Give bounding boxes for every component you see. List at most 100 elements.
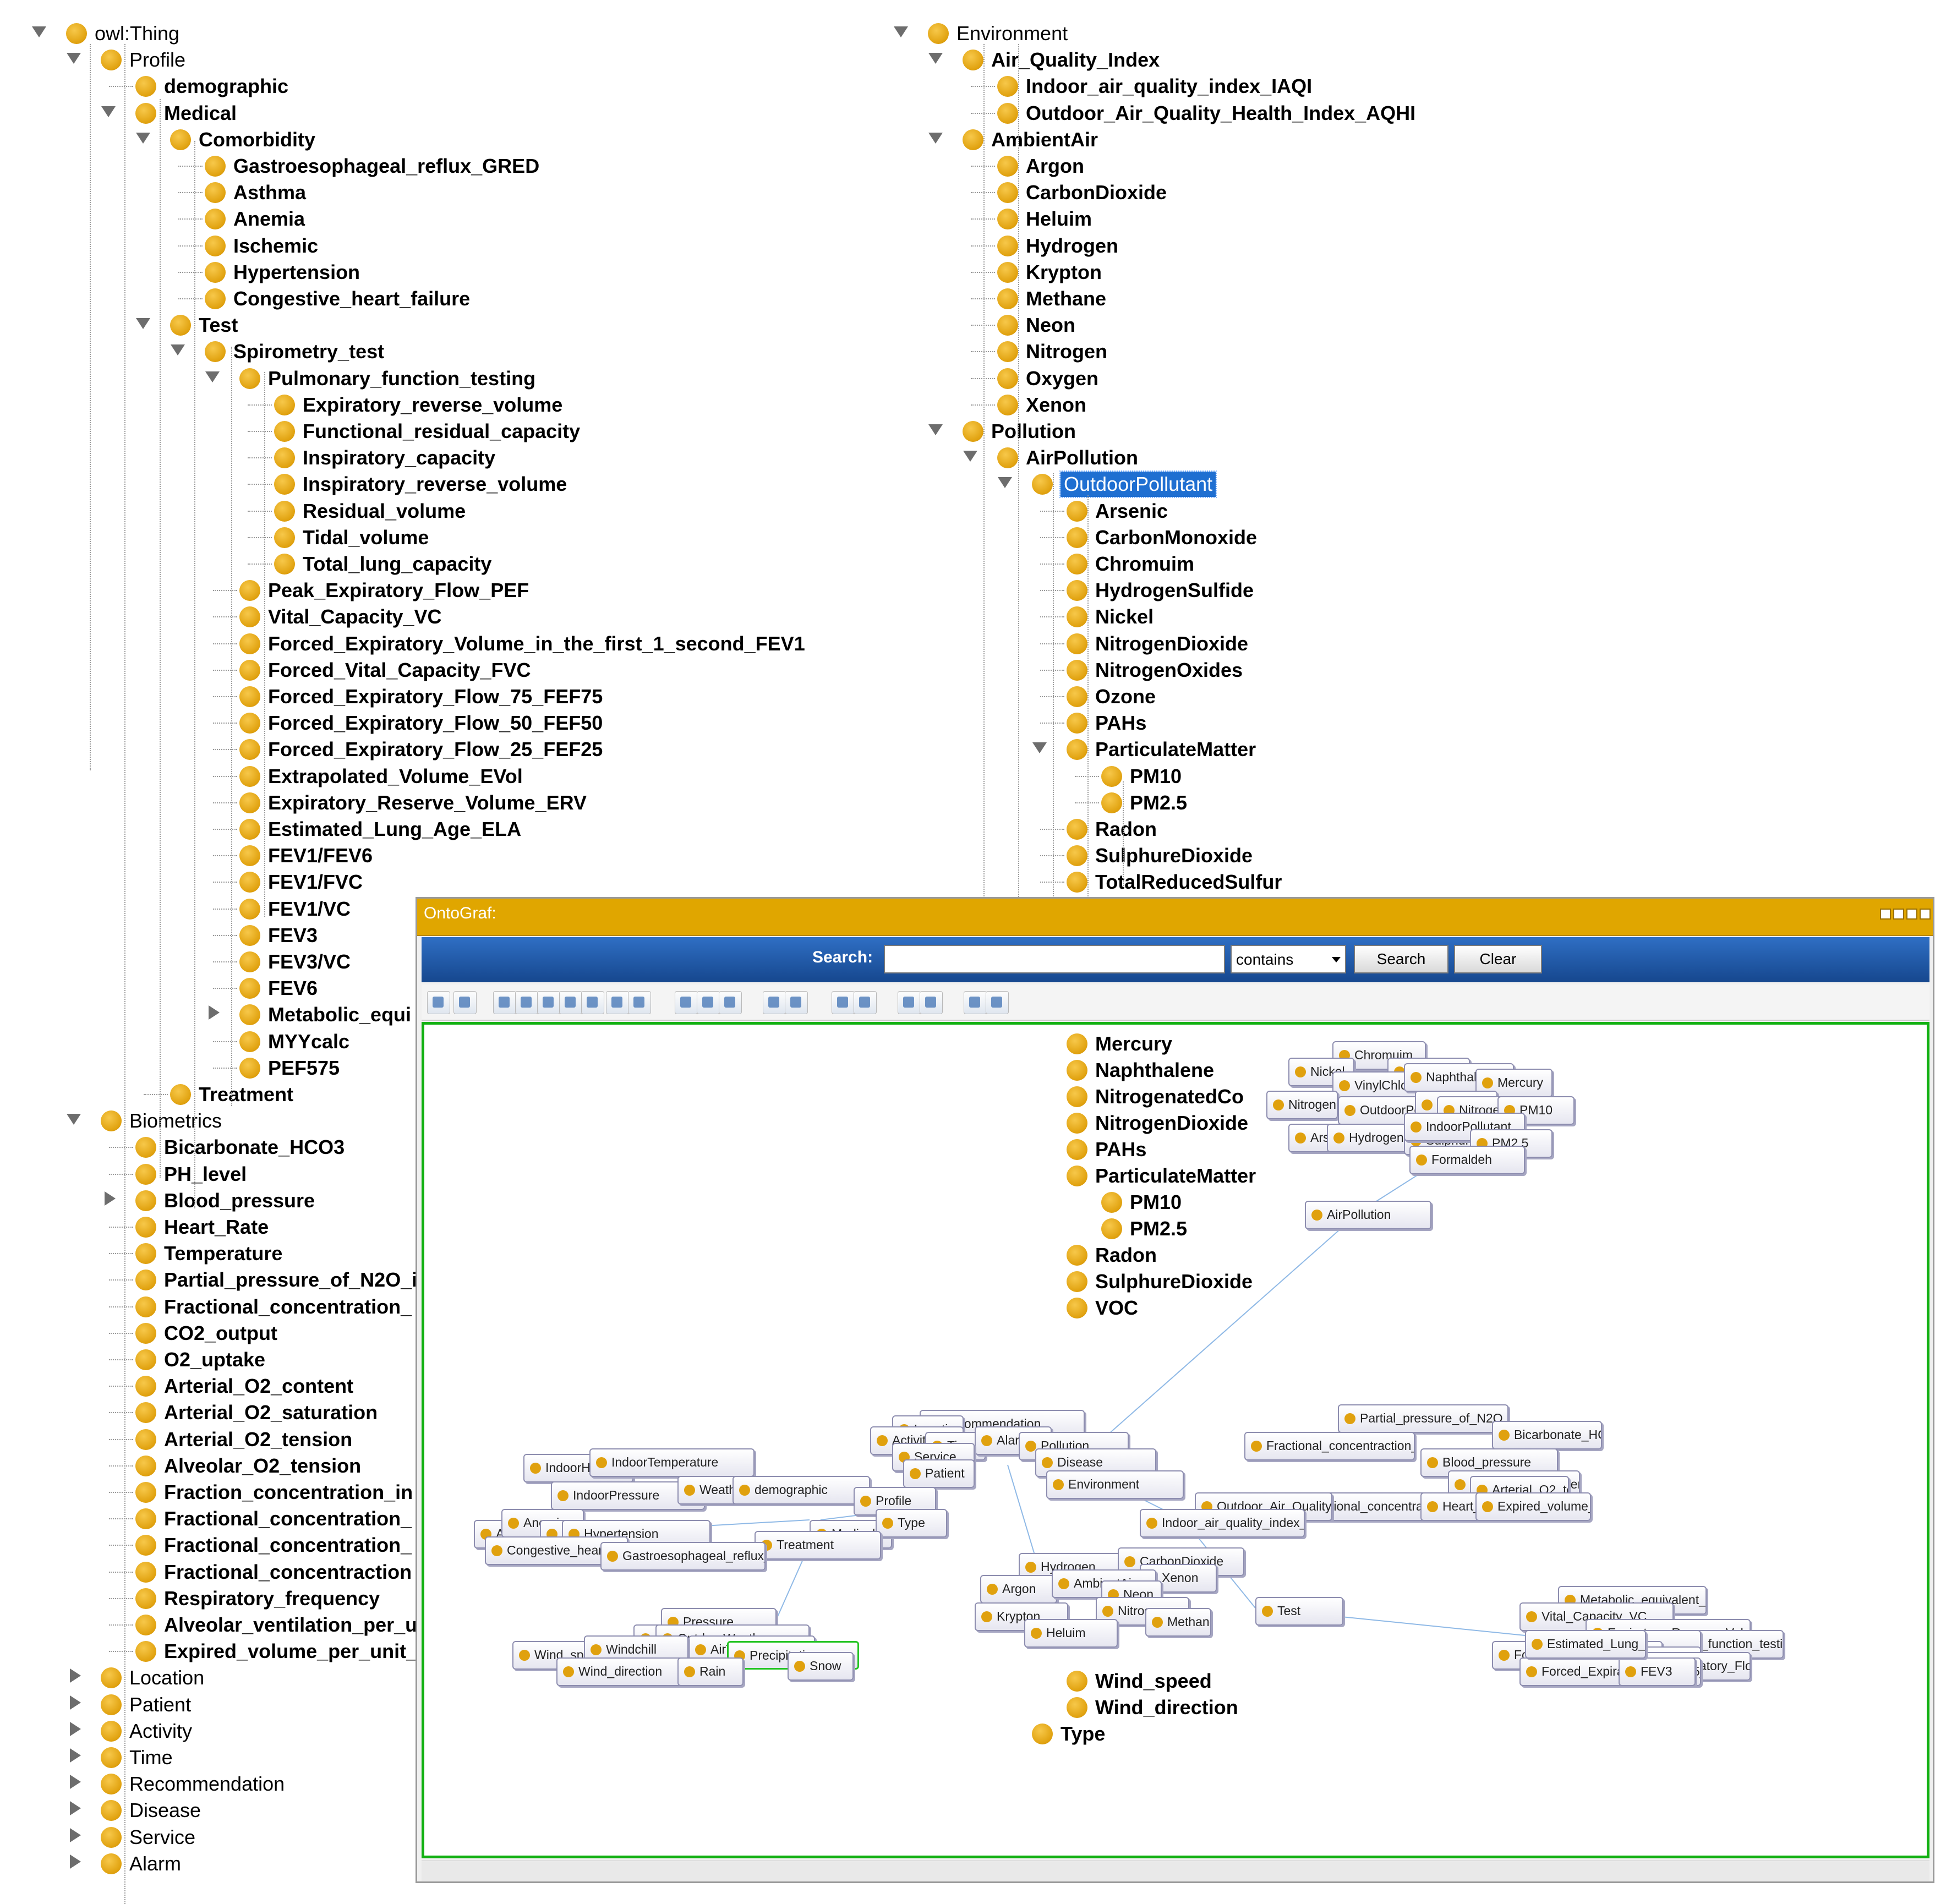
- class-circle-icon: [239, 951, 260, 972]
- expand-arrow-icon[interactable]: [70, 1695, 81, 1710]
- search-button[interactable]: Search: [1354, 945, 1448, 973]
- maximize-window-icon[interactable]: [1906, 909, 1917, 920]
- zoom-in-icon[interactable]: [675, 991, 698, 1014]
- shuffle-icon[interactable]: [453, 991, 477, 1014]
- expand-arrow-icon[interactable]: [70, 1775, 81, 1790]
- import-icon[interactable]: [986, 991, 1009, 1014]
- graph-node-expired-volume-per-unit-time[interactable]: Expired_volume_per_unit_time: [1475, 1492, 1591, 1521]
- home-icon[interactable]: [427, 991, 450, 1014]
- collapse-arrow-icon[interactable]: [67, 53, 81, 64]
- tree-connector: [213, 723, 237, 724]
- expand-arrow-icon[interactable]: [70, 1828, 81, 1842]
- class-circle-icon: [274, 394, 295, 415]
- graph-node-formaldeh[interactable]: Formaldeh: [1409, 1146, 1525, 1174]
- graph-node-indoorpollutant[interactable]: IndoorPollutant: [1404, 1113, 1525, 1141]
- graph-node-environment[interactable]: Environment: [1046, 1470, 1184, 1499]
- graph-node-nitrogen[interactable]: Nitrogen: [1266, 1091, 1338, 1119]
- graph-node-fractional-concentraction-of-o[interactable]: Fractional_concentraction_of_O...: [1244, 1432, 1415, 1460]
- graph-node-estimated-lung-age-ela[interactable]: Estimated_Lung_Age_ELA: [1525, 1630, 1646, 1659]
- collapse-arrow-icon[interactable]: [998, 477, 1012, 489]
- close-window-icon[interactable]: [1920, 909, 1931, 920]
- graph-node-argon[interactable]: Argon: [980, 1575, 1057, 1604]
- collapse-arrow-icon[interactable]: [963, 451, 977, 462]
- class-circle-icon: [170, 315, 191, 336]
- tree-node-label: FEV1/FVC: [268, 871, 363, 894]
- class-circle-icon: [101, 1694, 122, 1715]
- open-folder-icon[interactable]: [920, 991, 943, 1014]
- graph-node-gastroesophageal-reflux-gred[interactable]: Gastroesophageal_reflux_GRED: [600, 1542, 766, 1571]
- class-circle-icon: [239, 872, 260, 893]
- graph-node-methane[interactable]: Methane: [1145, 1608, 1211, 1637]
- save-icon[interactable]: [898, 991, 921, 1014]
- collapse-arrow-icon[interactable]: [205, 371, 220, 382]
- radial-layout-icon[interactable]: [515, 991, 538, 1014]
- class-circle-icon: [1042, 1457, 1053, 1468]
- collapse-arrow-icon[interactable]: [101, 106, 116, 117]
- tree-down-icon[interactable]: [559, 991, 582, 1014]
- class-circle-icon: [1333, 1132, 1344, 1144]
- restore-window-icon[interactable]: [1880, 909, 1891, 920]
- grid-layout-icon[interactable]: [493, 991, 516, 1014]
- snapshot-icon[interactable]: [832, 991, 855, 1014]
- graph-node-indoor-air-quality-index-iaqi[interactable]: Indoor_air_quality_index_IAQI: [1140, 1509, 1305, 1538]
- graph-node-test[interactable]: Test: [1255, 1597, 1343, 1626]
- graph-node-patient[interactable]: Patient: [903, 1459, 975, 1488]
- tree-left-icon[interactable]: [581, 991, 604, 1014]
- class-circle-icon: [997, 447, 1018, 469]
- expand-arrow-icon[interactable]: [70, 1668, 81, 1683]
- expand-arrow-icon[interactable]: [70, 1748, 81, 1763]
- tree-connector: [971, 377, 995, 379]
- collapse-arrow-icon[interactable]: [136, 318, 150, 330]
- filter-icon[interactable]: [763, 991, 786, 1014]
- zoom-out-icon[interactable]: [719, 991, 742, 1014]
- collapse-arrow-icon[interactable]: [1032, 742, 1047, 754]
- collapse-arrow-icon[interactable]: [171, 344, 185, 356]
- graph-node-treatment[interactable]: Treatment: [755, 1531, 881, 1560]
- clear-button[interactable]: Clear: [1454, 945, 1542, 973]
- graph-node-partial-pressure-of-n2o-in-art[interactable]: Partial_pressure_of_N2O_in_art...: [1338, 1404, 1508, 1433]
- collapse-arrow-icon[interactable]: [928, 132, 943, 144]
- class-circle-icon: [963, 421, 983, 442]
- spring-layout-icon[interactable]: [537, 991, 560, 1014]
- collapse-arrow-icon[interactable]: [136, 132, 150, 144]
- collapse-arrow-icon[interactable]: [32, 26, 46, 37]
- graph-node-indoortemperature[interactable]: IndoorTemperature: [589, 1448, 755, 1477]
- minimize-window-icon[interactable]: [1893, 909, 1904, 920]
- tree-node-label: FEV6: [268, 977, 318, 1000]
- expand-all-icon[interactable]: [785, 991, 808, 1014]
- graph-node-wind-direction[interactable]: Wind_direction: [556, 1657, 699, 1686]
- expand-arrow-icon[interactable]: [70, 1854, 81, 1869]
- expand-arrow-icon[interactable]: [209, 1005, 220, 1020]
- vertical-tree-icon[interactable]: [606, 991, 629, 1014]
- expand-arrow-icon[interactable]: [70, 1801, 81, 1816]
- graph-node-snow[interactable]: Snow: [788, 1652, 854, 1681]
- graph-node-heluim[interactable]: Heluim: [1024, 1619, 1118, 1648]
- tree-node-label: Extrapolated_Volume_EVol: [268, 764, 523, 787]
- tree-node-label: CarbonMonoxide: [1095, 526, 1257, 549]
- class-circle-icon: [205, 261, 226, 283]
- tree-node-label: Wind_direction: [1095, 1696, 1238, 1719]
- collapse-arrow-icon[interactable]: [928, 53, 943, 64]
- graph-node-demographic[interactable]: demographic: [732, 1476, 870, 1504]
- expand-arrow-icon[interactable]: [70, 1721, 81, 1736]
- collapse-arrow-icon[interactable]: [894, 26, 908, 37]
- graph-node-airpollution[interactable]: AirPollution: [1305, 1201, 1431, 1229]
- horizontal-tree-icon[interactable]: [628, 991, 651, 1014]
- search-mode-select[interactable]: contains: [1231, 945, 1346, 973]
- search-input[interactable]: [884, 945, 1225, 973]
- tree-node-label: owl:Thing: [95, 22, 180, 45]
- collapse-arrow-icon[interactable]: [928, 424, 943, 435]
- graph-node-fev3[interactable]: FEV3: [1619, 1657, 1696, 1686]
- expand-arrow-icon[interactable]: [105, 1191, 116, 1206]
- graph-node-mercury[interactable]: Mercury: [1475, 1069, 1553, 1097]
- export-icon[interactable]: [964, 991, 987, 1014]
- zoom-fit-icon[interactable]: [697, 991, 720, 1014]
- graph-node-rain[interactable]: Rain: [677, 1657, 744, 1686]
- collapse-arrow-icon[interactable]: [67, 1114, 81, 1125]
- export-image-icon[interactable]: [854, 991, 877, 1014]
- graph-node-type[interactable]: Type: [876, 1509, 947, 1538]
- graph-canvas[interactable]: ChromuimNickelOzoneVinylChlorideNaphthal…: [422, 1022, 1929, 1858]
- tree-node-label: Ischemic: [233, 234, 319, 257]
- graph-node-bicarbonate-hco[interactable]: Bicarbonate_HCO: [1492, 1421, 1602, 1449]
- tree-node-label: Environment: [956, 22, 1068, 45]
